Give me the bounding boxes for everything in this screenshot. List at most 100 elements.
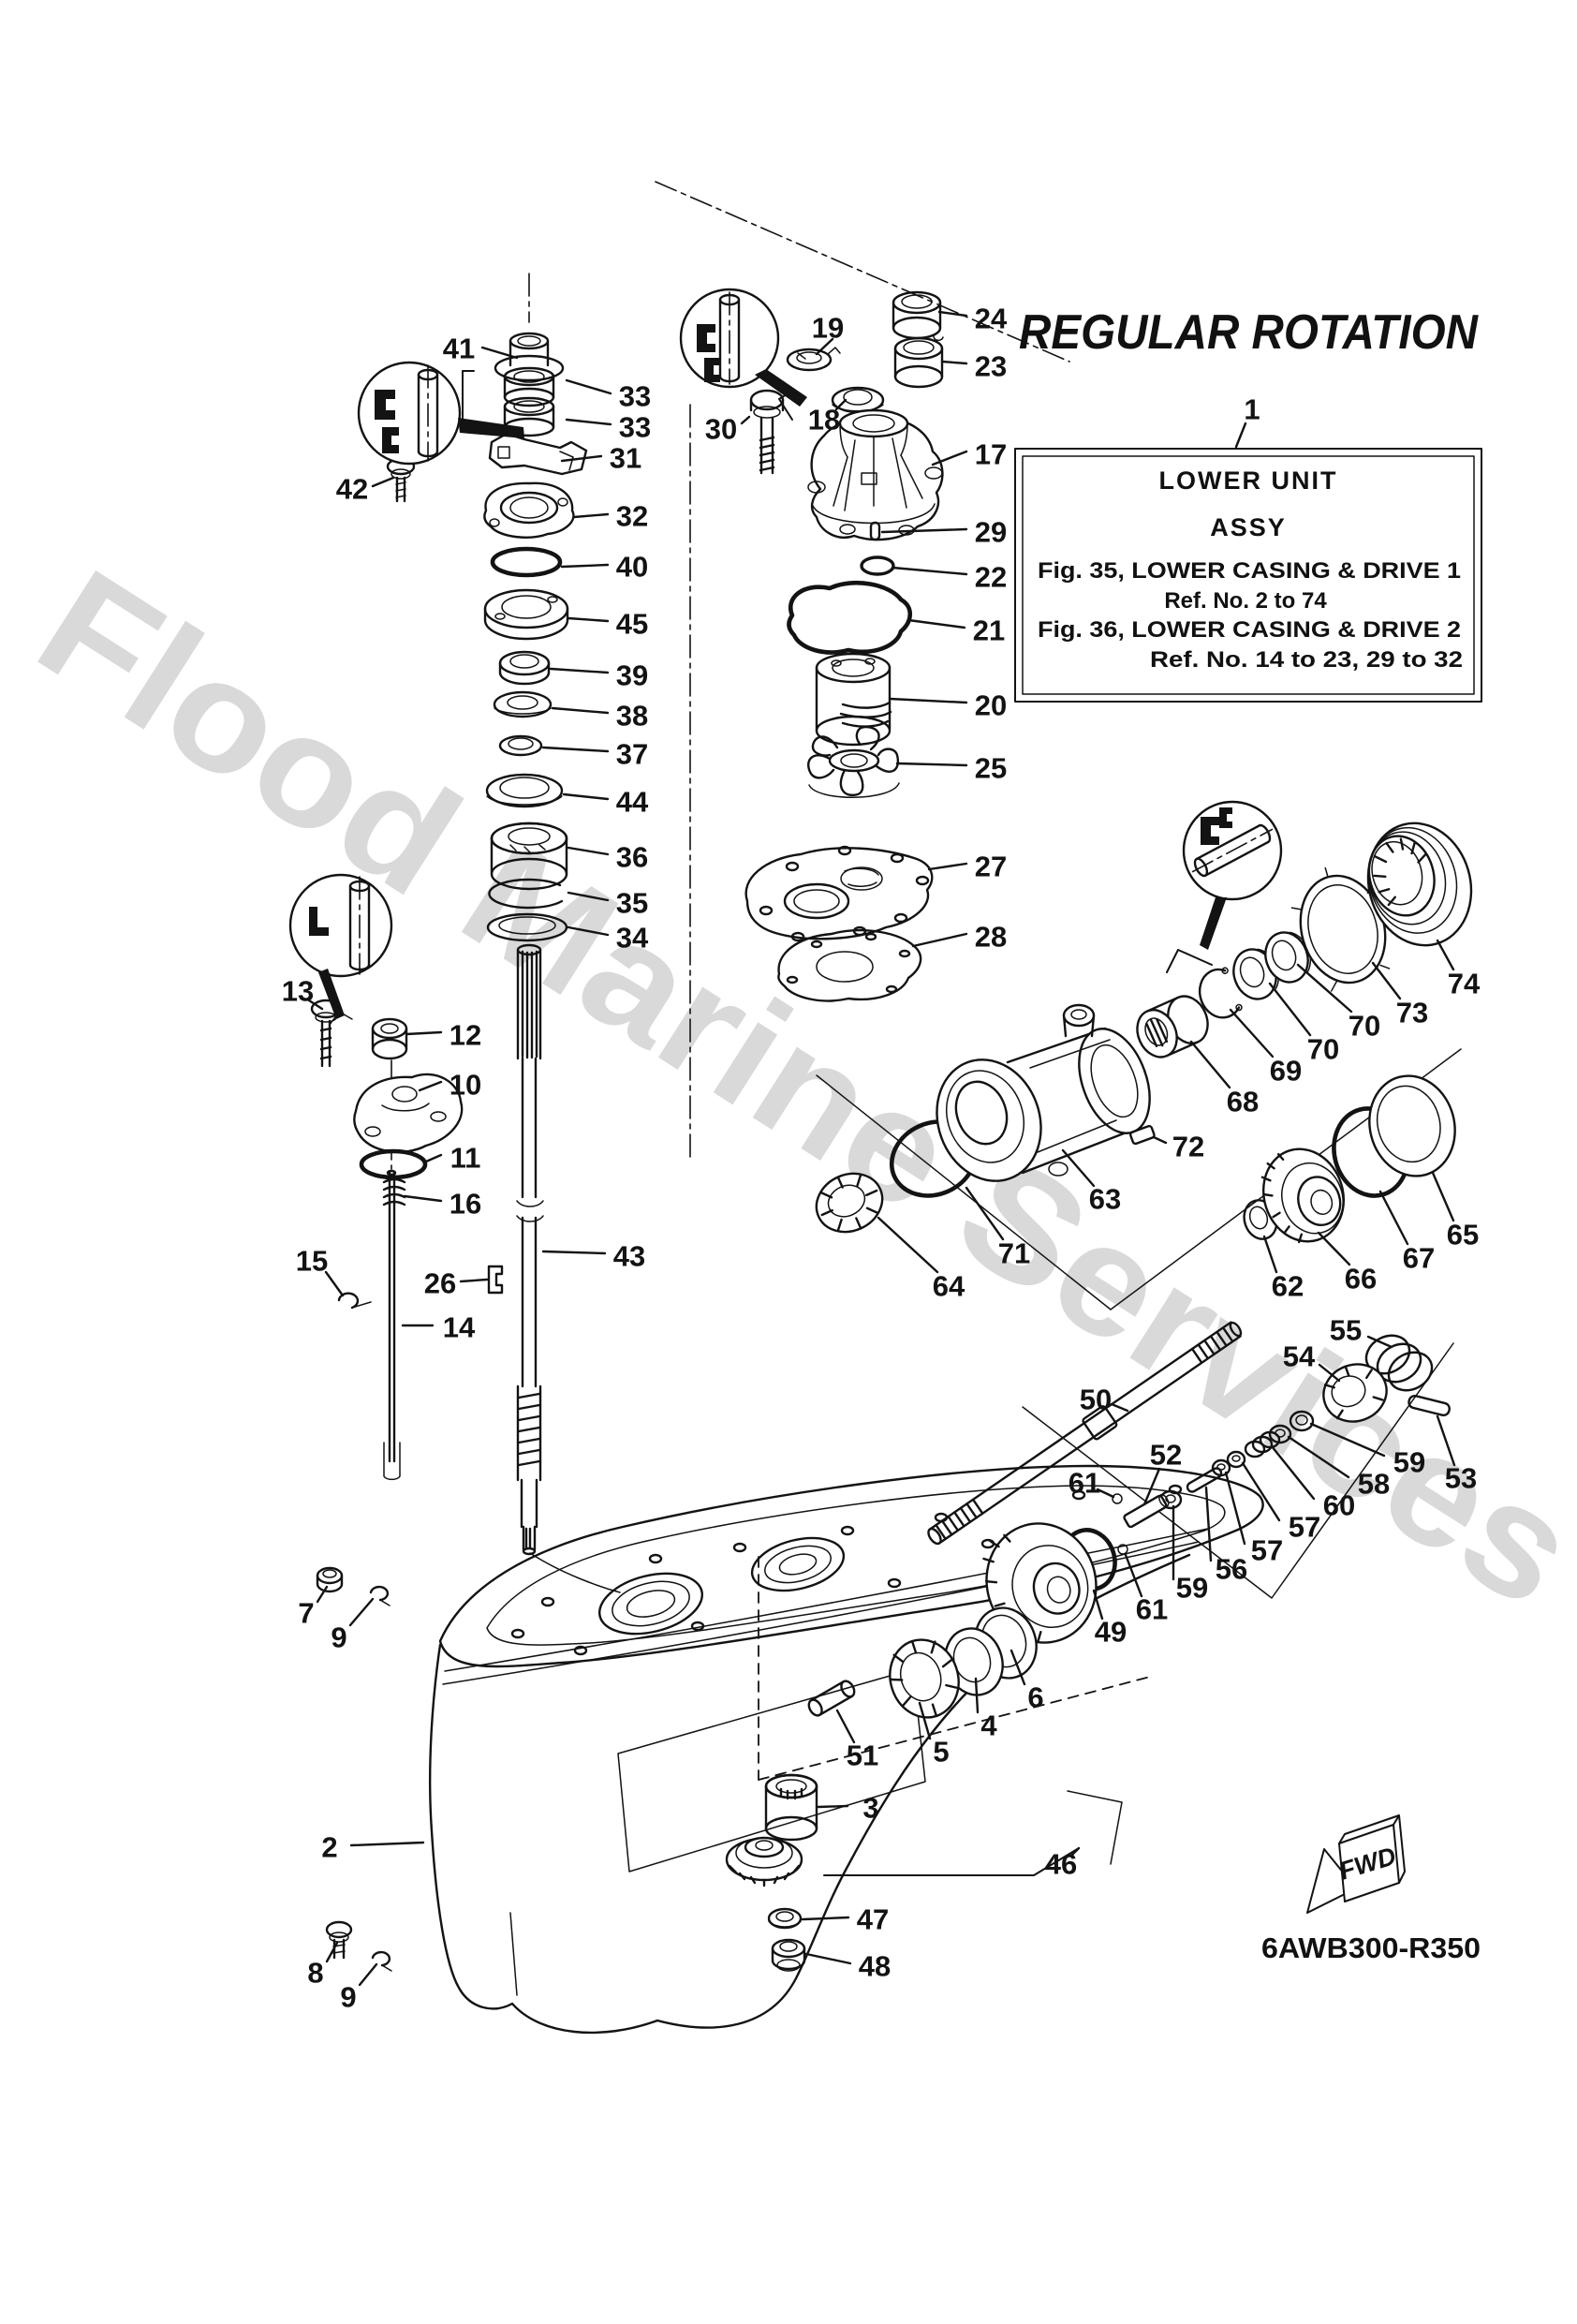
part-label-3: 3 — [862, 1792, 878, 1825]
part-3-bushing — [764, 1773, 818, 1842]
part-label-33: 33 — [619, 411, 651, 444]
part-57-washer-a — [1226, 1450, 1246, 1469]
leader-line-57 — [1241, 1461, 1281, 1522]
info-box-outer-border — [1014, 448, 1482, 703]
leader-line-70 — [1268, 982, 1312, 1037]
info-box-line-4: Ref. No. 2 to 74 — [1164, 588, 1327, 614]
part-label-31: 31 — [610, 442, 641, 475]
part-label-43: 43 — [613, 1240, 645, 1273]
leader-line-70 — [1296, 963, 1353, 1014]
leader-line-15 — [324, 1270, 345, 1297]
part-36 — [490, 822, 568, 891]
part-22 — [860, 555, 895, 576]
shift-rod-group-drawing — [310, 999, 504, 1481]
part-31 — [488, 432, 588, 476]
part-50-prop-shaft — [927, 1321, 1243, 1546]
part-label-41: 41 — [443, 333, 475, 365]
part-73-washer — [1290, 866, 1391, 992]
part-30 — [749, 389, 785, 475]
part-label-55: 55 — [1330, 1314, 1362, 1347]
leader-line-61 — [1096, 1488, 1115, 1499]
detail-circle-pump-pin — [679, 288, 807, 407]
part-59-washer-a — [1289, 1410, 1315, 1432]
leader-line-42 — [371, 476, 395, 488]
part-label-54: 54 — [1283, 1340, 1316, 1373]
part-labels-layer: 1413333314232404539383744363534431312101… — [282, 303, 1481, 2014]
leader-line-28 — [911, 932, 968, 948]
leader-line-40 — [560, 563, 610, 569]
leader-line-41 — [480, 346, 519, 360]
part-9-washer-a — [369, 1585, 391, 1606]
part-33b — [503, 396, 555, 437]
part-label-37: 37 — [616, 738, 648, 771]
leader-line-68 — [1189, 1040, 1231, 1089]
part-47-washer — [767, 1907, 803, 1930]
part-label-13: 13 — [282, 975, 314, 1008]
part-label-15: 15 — [296, 1245, 328, 1278]
part-label-30: 30 — [705, 413, 737, 446]
leader-line-38 — [551, 706, 610, 715]
part-label-62: 62 — [1272, 1270, 1304, 1303]
leader-line-58 — [1287, 1435, 1350, 1479]
part-label-57: 57 — [1251, 1534, 1283, 1567]
part-label-44: 44 — [616, 786, 649, 819]
part-35 — [488, 878, 564, 910]
part-9-washer-b — [371, 1950, 392, 1972]
part-label-7: 7 — [298, 1597, 314, 1630]
leader-line-36 — [567, 846, 610, 856]
leader-line-27 — [927, 862, 968, 871]
leader-line-16 — [403, 1194, 443, 1203]
part-label-36: 36 — [616, 841, 648, 874]
part-42 — [386, 457, 416, 503]
leader-line-50 — [1110, 1402, 1129, 1413]
leader-line-31 — [560, 454, 603, 463]
part-label-58: 58 — [1358, 1468, 1390, 1501]
part-48-nut — [771, 1938, 806, 1972]
leader-line-48 — [804, 1952, 852, 1965]
leader-line-64 — [877, 1216, 939, 1274]
leader-line-5 — [918, 1701, 932, 1740]
part-40 — [490, 546, 563, 578]
part-20 — [815, 652, 892, 747]
part-label-51: 51 — [847, 1739, 878, 1772]
leader-line-29 — [880, 527, 968, 534]
leader-line-66 — [1317, 1231, 1351, 1266]
part-label-6: 6 — [1027, 1681, 1043, 1714]
leader-line-39 — [549, 667, 610, 674]
leader-line-74 — [1436, 939, 1455, 971]
leader-line-12 — [405, 1030, 443, 1036]
leader-line-2 — [349, 1841, 425, 1847]
info-box-line-3: Fig. 35, LOWER CASING & DRIVE 1 — [1038, 558, 1461, 584]
part-label-61: 61 — [1069, 1467, 1100, 1500]
part-label-10: 10 — [450, 1069, 481, 1102]
part-label-34: 34 — [616, 922, 649, 955]
water-pump-group-drawing — [744, 290, 944, 1002]
leader-line-10 — [418, 1080, 443, 1092]
part-label-4: 4 — [980, 1710, 997, 1742]
part-label-27: 27 — [975, 851, 1007, 883]
drawing-code: 6AWB300-R350 — [1261, 1932, 1481, 1964]
part-label-61: 61 — [1136, 1593, 1168, 1626]
part-61-ball-a — [1112, 1493, 1123, 1504]
part-label-63: 63 — [1089, 1183, 1121, 1216]
detail-circles — [288, 288, 1283, 1019]
part-25-impeller — [807, 725, 900, 798]
part-label-59: 59 — [1176, 1572, 1208, 1605]
leader-line-57 — [1224, 1471, 1246, 1546]
part-label-14: 14 — [443, 1311, 476, 1344]
part-32 — [483, 481, 575, 539]
part-23 — [893, 336, 944, 389]
part-53-pin — [1408, 1394, 1451, 1417]
leader-line-34 — [567, 925, 610, 937]
leader-line-9 — [348, 1597, 375, 1627]
info-box-inner-border — [1022, 455, 1475, 695]
info-box-line-6: Ref. No. 14 to 23, 29 to 32 — [1150, 647, 1463, 673]
part-15 — [337, 1292, 372, 1310]
leader-line-25 — [895, 762, 968, 767]
part-label-19: 19 — [812, 312, 844, 345]
leader-line-9 — [358, 1962, 378, 1987]
part-61-ball-b — [1117, 1544, 1128, 1555]
part-46-pinion-gear — [725, 1836, 803, 1887]
part-69-circlip — [1198, 967, 1243, 1019]
part-label-66: 66 — [1345, 1263, 1377, 1295]
